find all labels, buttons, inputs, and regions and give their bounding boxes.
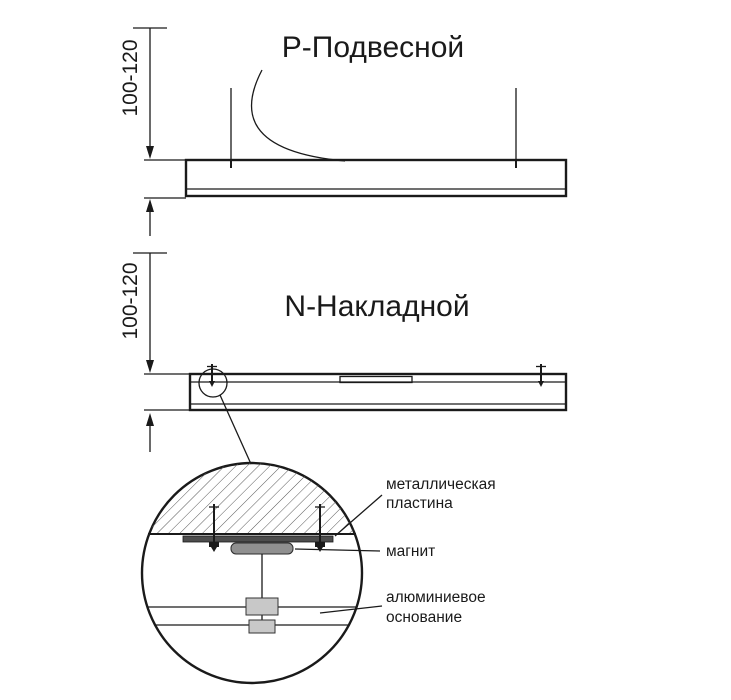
metal-plate-label-line1: металлическая: [386, 476, 496, 493]
metal-plate: [182, 535, 334, 543]
surface-mount-drawing: N-Накладной 100-120: [119, 252, 568, 465]
detail-callout-leader: [219, 394, 252, 465]
aluminum-base-block-upper: [245, 597, 279, 616]
suspended-dimension-lines: [133, 27, 186, 236]
suspended-fixture-body: [184, 158, 568, 198]
magnet-label: магнит: [386, 543, 435, 560]
suspended-title-leader-curve: [250, 69, 346, 162]
dimension-arrow-up: [146, 413, 154, 426]
aluminum-base-label-line2: основание: [386, 609, 462, 626]
ceiling-hatch-area: [142, 463, 362, 534]
dimension-arrow-down: [146, 360, 154, 373]
dimension-arrow-down: [146, 146, 154, 159]
surface-dimension-lines: [133, 252, 190, 452]
surface-screw-right-icon: [536, 364, 546, 387]
detail-callout-circle: [198, 368, 228, 398]
metal-plate-label-line2: пластина: [386, 495, 453, 512]
detail-labels: металлическая пластина магнит алюминиево…: [294, 476, 496, 626]
surface-screw-left-icon: [207, 364, 217, 387]
metal-plate-leader: [334, 494, 383, 537]
surface-title: N-Накладной: [284, 290, 469, 323]
aluminum-base-block-lower: [248, 619, 276, 634]
suspended-dimension-label: 100-120: [119, 39, 142, 116]
surface-fixture-body: [188, 372, 568, 412]
surface-dimension-label: 100-120: [119, 262, 142, 339]
detail-view: [140, 461, 364, 685]
aluminum-base-leader: [319, 605, 383, 614]
magnet-leader: [294, 548, 381, 552]
suspended-mount-drawing: Р-Подвесной 100-120: [119, 27, 568, 236]
detail-screw-left-icon: [209, 504, 219, 552]
dimension-arrow-up: [146, 199, 154, 212]
aluminum-base-label-line1: алюминиевое: [386, 589, 486, 606]
suspended-title: Р-Подвесной: [282, 31, 464, 64]
surface-fixture-slot: [339, 375, 413, 384]
magnet: [230, 542, 294, 555]
